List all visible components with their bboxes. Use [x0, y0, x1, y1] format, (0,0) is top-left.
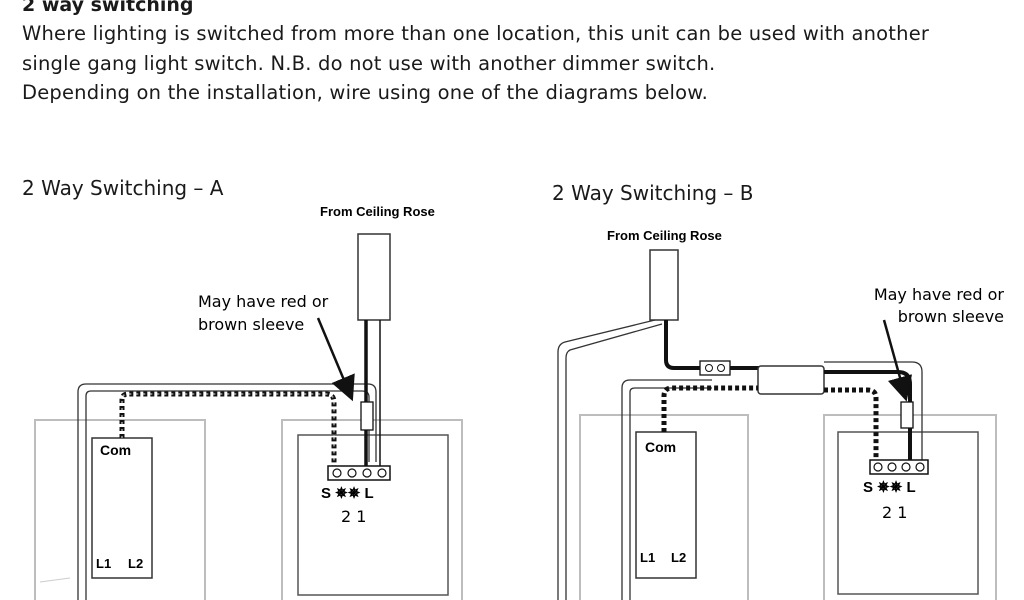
diagram-b-com-label: Com — [645, 439, 676, 455]
diagram-b-terminal-numbers: 2 1 — [882, 503, 907, 522]
diagram-b-terminal-2 — [887, 462, 897, 472]
diagram-a-sleeve-note-line-2: brown sleeve — [198, 315, 304, 334]
section-heading: 2 way switching — [22, 0, 194, 16]
diagram-a-sleeve-note-line-1: May have red or — [198, 292, 329, 311]
diagram-b-title: 2 Way Switching – B — [552, 181, 754, 205]
diagram-b-terminal-1 — [901, 462, 911, 472]
diagram-a-cable-sheath-outer — [77, 383, 377, 600]
diagram-b-callout-arrow — [882, 319, 913, 402]
intro-line-3: Depending on the installation, wire usin… — [22, 81, 709, 104]
diagram-b-from-ceiling-rose-label: From Ceiling Rose — [607, 228, 722, 243]
diagram-b-junction-connector — [757, 365, 825, 395]
diagram-b-l2-label: L2 — [671, 550, 686, 565]
diagram-a-strap-wire — [119, 391, 337, 466]
diagram-b: Com L1 L2 From Ceiling Rose S — [557, 228, 1005, 600]
diagram-a-title: 2 Way Switching – A — [22, 176, 224, 200]
diagram-a-right-plate — [281, 419, 463, 600]
diagram-a-ceiling-rose-conduit — [357, 233, 391, 321]
diagram-a-right-switch-body — [297, 434, 449, 596]
diagram-b-left-switch-module — [635, 431, 697, 579]
diagram-b-sleeve-note-line-2: brown sleeve — [898, 307, 1004, 326]
diagram-b-live-wire — [664, 320, 760, 370]
diagram-a-from-ceiling-rose-label: From Ceiling Rose — [320, 204, 435, 219]
diagram-b-strap-wire-left — [661, 385, 758, 432]
diagram-a-terminal-block — [327, 465, 391, 481]
diagram-a-terminal-labels: S ✵✵ L — [321, 485, 374, 502]
diagram-b-terminal-s — [873, 462, 883, 472]
diagram-a-terminal-numbers: 2 1 — [341, 507, 366, 526]
diagram-a-l1-label: L1 — [96, 556, 111, 571]
diagram-b-sleeve — [900, 401, 914, 429]
diagram-a-cable-sheath-inner — [85, 390, 370, 600]
diagram-a-sleeve — [360, 401, 374, 431]
diagram-b-ceiling-rose-conduit — [649, 249, 679, 321]
intro-line-1: Where lighting is switched from more tha… — [22, 22, 930, 45]
diagram-b-strap-wire-right — [824, 387, 879, 460]
diagram-a: Com L1 L2 From Ceiling Rose S ✵✵ L 2 1 M… — [34, 204, 463, 600]
diagram-b-terminal-l — [915, 462, 925, 472]
diagram-b-connector-small — [699, 360, 731, 376]
diagram-a-terminal-2 — [347, 468, 357, 478]
diagram-a-terminal-s — [332, 468, 342, 478]
diagram-b-terminal-labels: S ✵✵ L — [863, 479, 916, 496]
diagram-a-callout-arrow — [316, 317, 355, 402]
diagram-a-l2-label: L2 — [128, 556, 143, 571]
diagram-a-terminal-l — [377, 468, 387, 478]
diagram-b-sleeve-note-line-1: May have red or — [874, 285, 1005, 304]
diagram-a-terminal-1 — [362, 468, 372, 478]
diagram-b-terminal-block — [869, 459, 929, 475]
diagram-a-com-label: Com — [100, 442, 131, 458]
intro-line-2: single gang light switch. N.B. do not us… — [22, 52, 716, 75]
diagram-b-l1-label: L1 — [640, 550, 655, 565]
